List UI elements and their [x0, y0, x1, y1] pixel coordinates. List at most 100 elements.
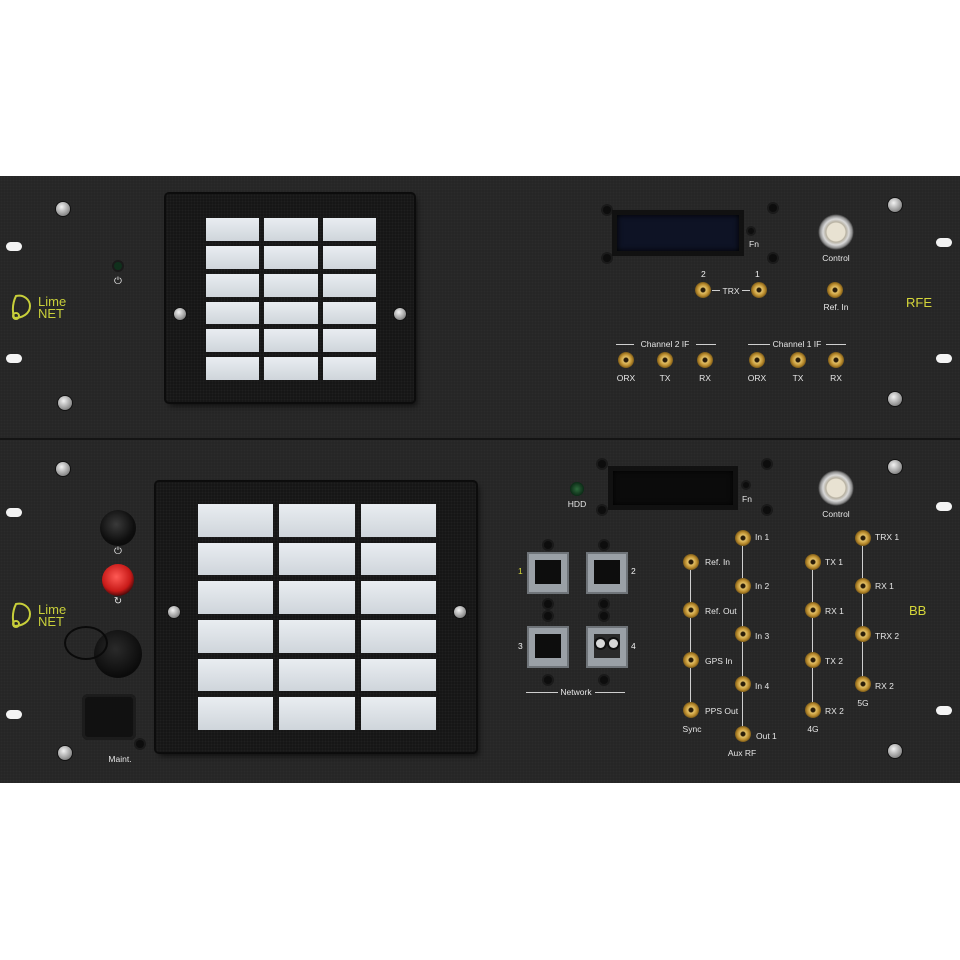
in1-connector[interactable]: [735, 530, 751, 546]
5g-trx1-label: TRX 1: [875, 532, 900, 542]
in4-connector[interactable]: [735, 676, 751, 692]
network-bracket: [526, 692, 558, 693]
out1-connector[interactable]: [735, 726, 751, 742]
in2-label: In 2: [755, 581, 770, 591]
network-led: [600, 600, 608, 608]
maintenance-port[interactable]: [82, 694, 136, 740]
pps-out-connector[interactable]: [683, 702, 699, 718]
ref-in-connector[interactable]: [827, 282, 843, 298]
fn-label: Fn: [742, 494, 752, 504]
power-icon: ⏻: [114, 546, 122, 557]
ch2-orx-label: ORX: [616, 373, 636, 383]
port-number: 2: [631, 566, 636, 576]
ch2-rx-connector[interactable]: [697, 352, 713, 368]
ref-in-label: Ref. In: [823, 302, 849, 312]
4g-tx2-connector[interactable]: [805, 652, 821, 668]
display-screw-icon: [769, 254, 777, 262]
reset-button[interactable]: [102, 564, 134, 596]
ref-in-connector[interactable]: [683, 554, 699, 570]
5g-rx1-connector[interactable]: [855, 578, 871, 594]
4g-label: 4G: [807, 724, 819, 734]
rfe-panel: Lime NET ⏻ Fn Control 2 1 TRX Ref. In RF…: [0, 176, 960, 440]
port-number: 4: [631, 641, 636, 651]
in3-connector[interactable]: [735, 626, 751, 642]
lime-logo-icon: [11, 602, 32, 628]
ch1-tx-connector[interactable]: [790, 352, 806, 368]
logo-text-lime: Lime: [38, 294, 67, 309]
hdd-led: [570, 482, 584, 496]
trx2-connector[interactable]: [695, 282, 711, 298]
lcd-display: [608, 466, 738, 510]
lcd-display: [612, 210, 744, 256]
channel-bracket: [696, 344, 716, 345]
radio-line: [862, 538, 863, 686]
network-port-4-fiber[interactable]: [586, 626, 628, 668]
ch2-orx-connector[interactable]: [618, 352, 634, 368]
gps-in-connector[interactable]: [683, 652, 699, 668]
ch1-orx-connector[interactable]: [749, 352, 765, 368]
fiber-icon: [609, 639, 618, 648]
control-connector[interactable]: [818, 470, 854, 506]
in2-connector[interactable]: [735, 578, 751, 594]
screw-icon: [56, 462, 70, 476]
aux-line: [690, 562, 691, 710]
display-screw-icon: [598, 460, 606, 468]
fn-button[interactable]: [743, 482, 749, 488]
in3-label: In 3: [755, 631, 770, 641]
5g-rx2-connector[interactable]: [855, 676, 871, 692]
fn-button[interactable]: [748, 228, 754, 234]
network-port-3[interactable]: [527, 626, 569, 668]
bb-title: BB: [909, 603, 927, 618]
trx-port-number: 2: [701, 269, 706, 279]
trx1-connector[interactable]: [751, 282, 767, 298]
logo-text-lime: Lime: [38, 602, 67, 617]
rack-slot: [6, 508, 22, 517]
port-number: 3: [518, 641, 523, 651]
5g-rx2-label: RX 2: [875, 681, 894, 691]
screw-icon: [888, 198, 902, 212]
display-screw-icon: [763, 460, 771, 468]
in1-label: In 1: [755, 532, 770, 542]
4g-tx1-connector[interactable]: [805, 554, 821, 570]
5g-trx2-label: TRX 2: [875, 631, 900, 641]
screw-icon: [888, 460, 902, 474]
grill-screw-icon: [454, 606, 466, 618]
network-label: Network: [560, 687, 592, 697]
trx-label: TRX: [722, 286, 740, 296]
ch1-tx-label: TX: [792, 373, 804, 383]
power-led: [114, 262, 122, 270]
screw-icon: [56, 202, 70, 216]
4g-rx2-connector[interactable]: [805, 702, 821, 718]
control-connector[interactable]: [818, 214, 854, 250]
maint-led: [136, 740, 144, 748]
display-screw-icon: [598, 506, 606, 514]
channel2-label: Channel 2 IF: [640, 339, 690, 349]
rack-slot: [936, 706, 952, 715]
fan-filter: [198, 504, 436, 730]
network-led: [600, 541, 608, 549]
grill-screw-icon: [174, 308, 186, 320]
ref-out-connector[interactable]: [683, 602, 699, 618]
ch1-rx-connector[interactable]: [828, 352, 844, 368]
ref-in-label: Ref. In: [705, 557, 731, 567]
screw-icon: [58, 746, 72, 760]
fan-grill: [156, 482, 476, 752]
5g-label: 5G: [857, 698, 869, 708]
network-port-2[interactable]: [586, 552, 628, 594]
ch2-tx-connector[interactable]: [657, 352, 673, 368]
maint-label: Maint.: [108, 754, 132, 764]
rack-slot: [936, 502, 952, 511]
trx-line: [742, 290, 750, 291]
power-button[interactable]: [100, 510, 136, 546]
5g-trx2-connector[interactable]: [855, 626, 871, 642]
rfe-title: RFE: [906, 295, 932, 310]
ch1-orx-label: ORX: [747, 373, 767, 383]
channel-bracket: [748, 344, 770, 345]
trx-line: [712, 290, 720, 291]
grill-screw-icon: [394, 308, 406, 320]
network-port-1[interactable]: [527, 552, 569, 594]
5g-trx1-connector[interactable]: [855, 530, 871, 546]
4g-rx1-connector[interactable]: [805, 602, 821, 618]
4g-tx1-label: TX 1: [825, 557, 843, 567]
display-screw-icon: [603, 254, 611, 262]
